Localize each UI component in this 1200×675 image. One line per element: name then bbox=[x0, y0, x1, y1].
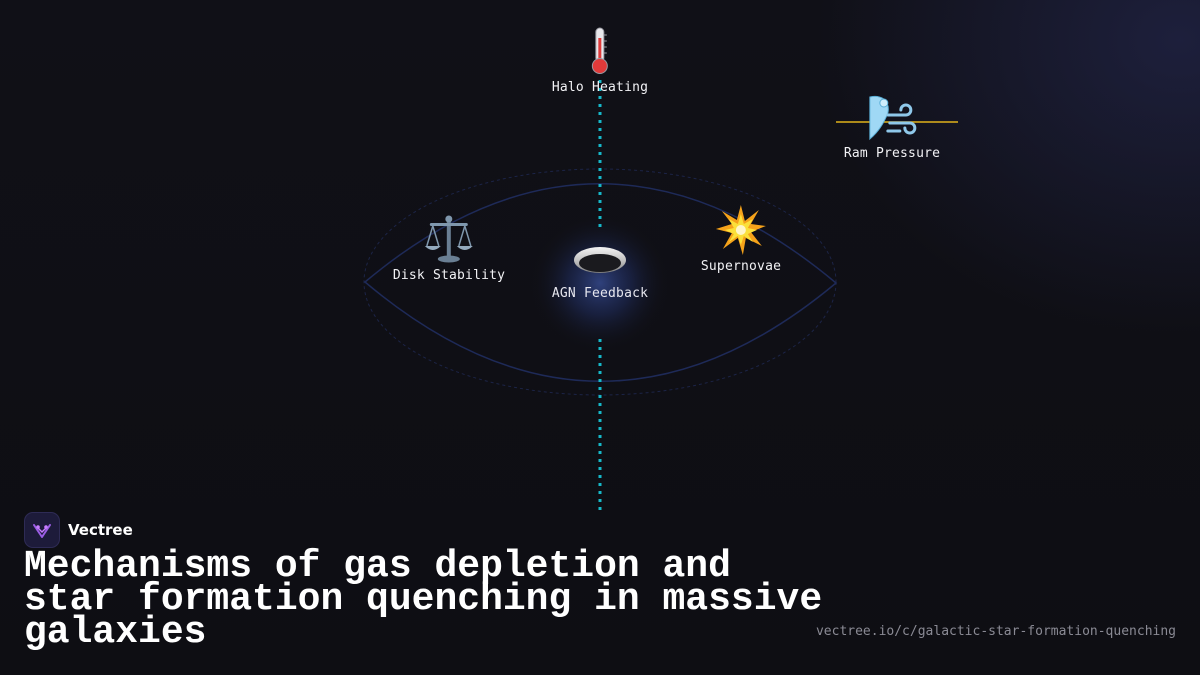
brand-name: Vectree bbox=[68, 521, 133, 539]
supernovae-label: Supernovae bbox=[700, 259, 782, 274]
black-hole-icon bbox=[574, 247, 626, 273]
node-agn-feedback: AGN Feedback bbox=[552, 286, 648, 301]
explosion-icon bbox=[715, 205, 767, 255]
halo-heating-label: Halo Heating bbox=[551, 80, 649, 95]
node-disk-stability: Disk Stability bbox=[393, 214, 505, 283]
node-ram-pressure: Ram Pressure bbox=[844, 94, 940, 161]
node-supernovae: Supernovae bbox=[701, 205, 781, 274]
wind-blowing-icon bbox=[866, 94, 918, 142]
page-title: Mechanisms of gas depletion and star for… bbox=[24, 545, 823, 654]
balance-scale-icon bbox=[424, 214, 474, 264]
galaxy-disk-outline bbox=[363, 183, 838, 382]
agn-glow bbox=[530, 213, 670, 353]
ram-pressure-label: Ram Pressure bbox=[843, 146, 941, 161]
source-url: vectree.io/c/galactic-star-formation-que… bbox=[815, 624, 1176, 639]
node-halo-heating: Halo Heating bbox=[552, 26, 648, 95]
agn-feedback-label: AGN Feedback bbox=[551, 286, 649, 301]
thermometer-icon bbox=[585, 26, 615, 76]
disk-stability-label: Disk Stability bbox=[392, 268, 506, 283]
vectree-logo-icon bbox=[24, 512, 60, 548]
brand: Vectree bbox=[24, 512, 133, 548]
